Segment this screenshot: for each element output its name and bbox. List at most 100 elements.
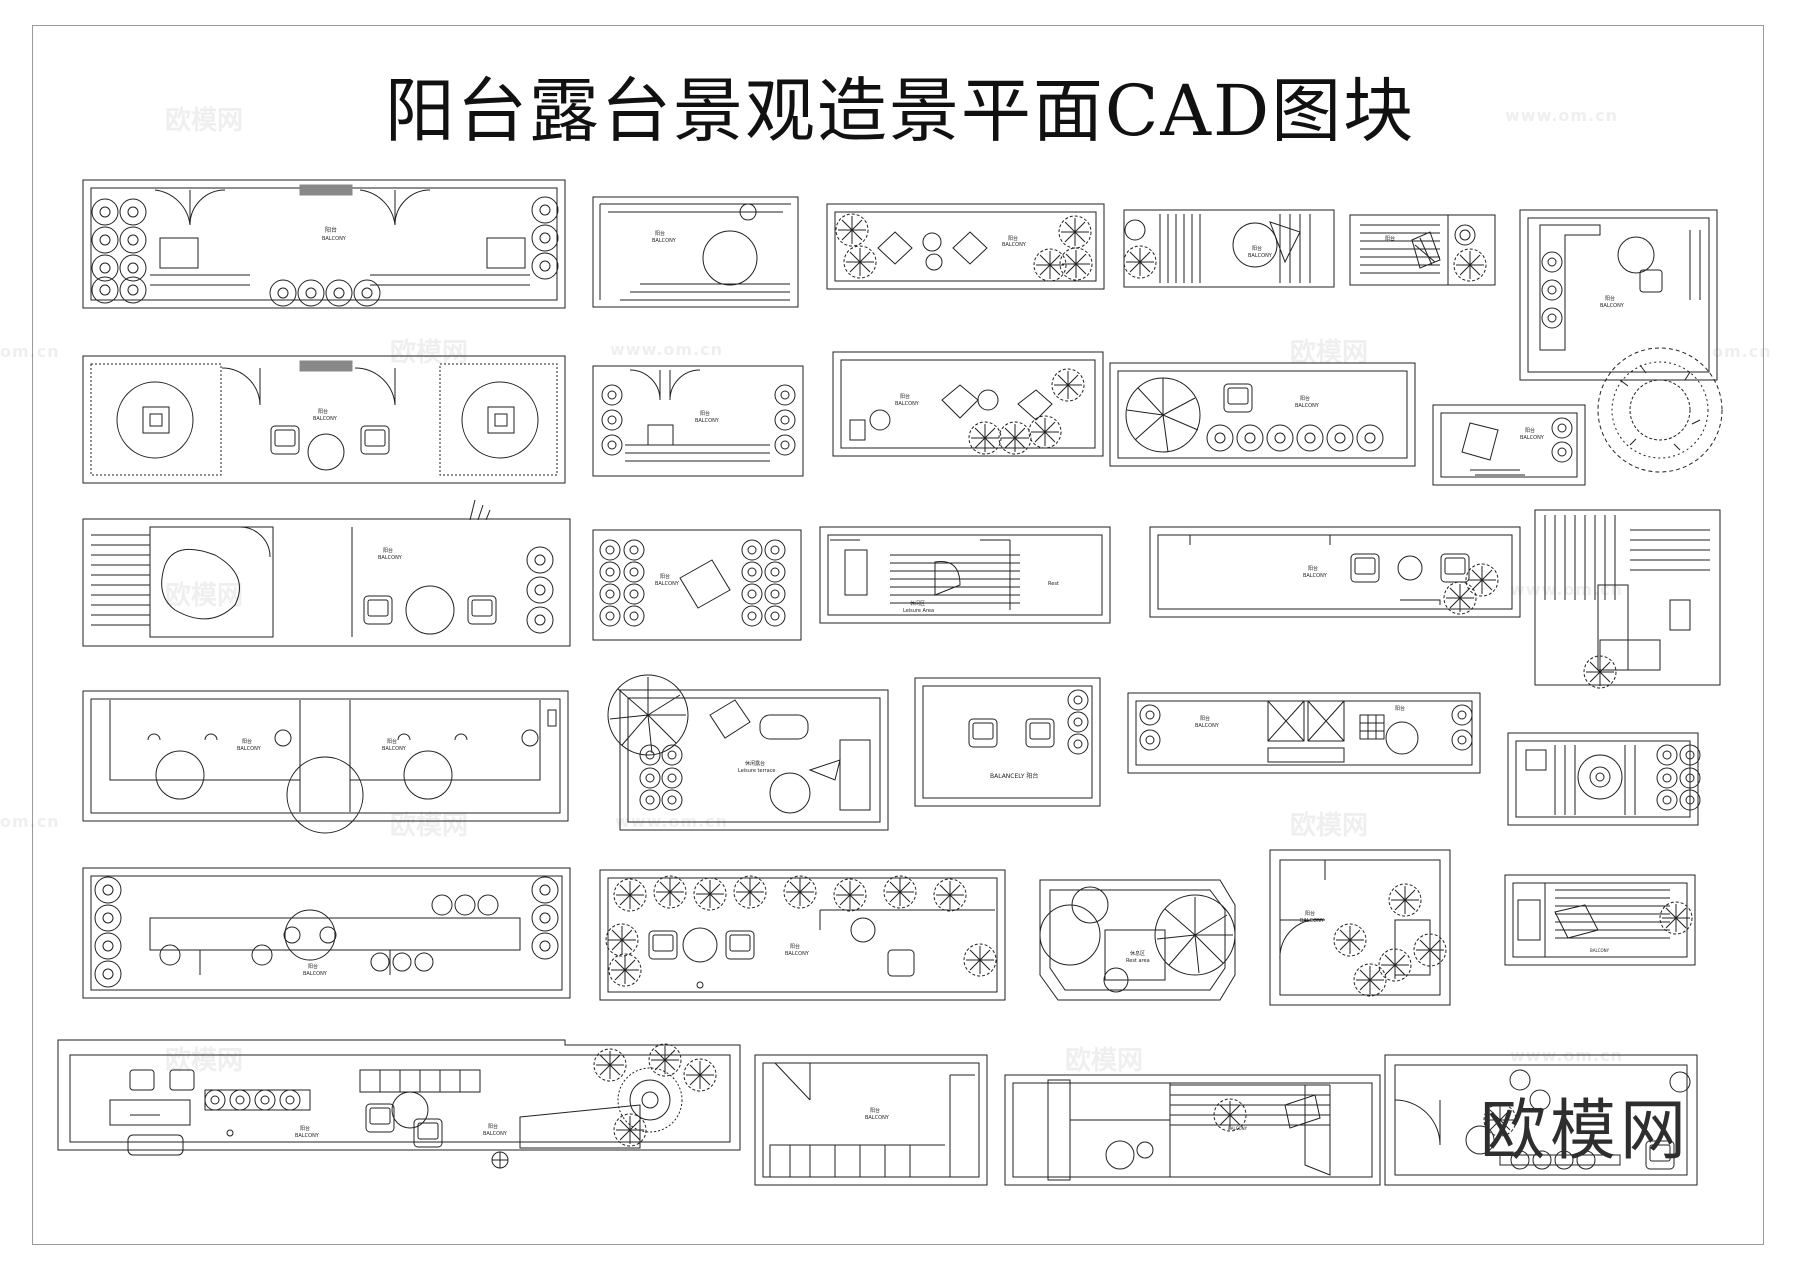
label: BALCONY <box>313 416 338 422</box>
label: BALCONY <box>1303 573 1328 579</box>
watermark: 欧模网 <box>390 338 469 368</box>
watermark: 欧模网 <box>165 1046 244 1076</box>
label: 阳台 <box>308 963 318 970</box>
label: 阳台 <box>318 408 328 415</box>
label: 阳台 <box>870 1107 880 1114</box>
plan-balcony-2: 阳台 BALCONY <box>593 197 798 307</box>
plan-balcony-17: 阳台 BALCONY 阳台 BALCONY <box>83 691 568 833</box>
label: 阳台 <box>325 226 337 234</box>
label: BALCONY <box>382 746 407 752</box>
watermark: 欧模网 <box>165 106 244 136</box>
label: BALCONY <box>1195 723 1220 729</box>
plan-balcony-26: BALCONY <box>1005 1075 1380 1185</box>
plan-balcony-5: 阳台 <box>1350 215 1495 285</box>
label: Rest area <box>1126 958 1150 964</box>
label: Leisure terrace <box>738 768 776 774</box>
plan-balcony-23: BALCONY <box>1505 875 1695 965</box>
label: 阳台 <box>1305 910 1315 917</box>
label: 阳台 <box>488 1123 498 1130</box>
watermark-url: om.cn <box>0 342 60 361</box>
brand-logo-text: 欧模网 <box>1480 1092 1690 1169</box>
label: BALCONY <box>295 1133 320 1139</box>
label: 阳台 <box>1525 427 1535 434</box>
label: 阳台 <box>387 738 397 745</box>
watermark-url: om.cn <box>1712 342 1772 361</box>
plan-balcony-16 <box>1535 510 1720 689</box>
watermark-url: om.cn <box>0 812 60 831</box>
plan-balcony-13: 阳台 BALCONY <box>593 530 801 640</box>
plan-balcony-8: 阳台 BALCONY <box>593 366 803 476</box>
plan-balcony-19 <box>1508 733 1701 825</box>
plan-balcony-12: 阳台 BALCONY <box>83 500 570 646</box>
label: 阳台 <box>383 547 393 554</box>
label: 阳台 <box>1395 705 1405 712</box>
plan-balcony-3: 阳台 BALCONY <box>827 204 1104 289</box>
drawing-sheet-frame <box>32 25 1764 1245</box>
label: BALCONY <box>1590 948 1610 953</box>
label: BALCONY <box>655 581 680 587</box>
label: BALCONY <box>303 971 328 977</box>
label: 阳台 <box>300 1125 310 1132</box>
label: 阳台 <box>700 410 710 417</box>
plan-balcony-25: 阳台 BALCONY <box>755 1055 987 1185</box>
plan-balcony-21: 阳台 BALCONY <box>600 870 1005 1000</box>
label: 阳台 <box>1300 395 1310 402</box>
label: BALCONY <box>1002 242 1027 248</box>
label: 休息区 <box>1130 950 1145 957</box>
label: 阳台 <box>242 738 252 745</box>
plan-balcony-15: 阳台 BALCONY <box>1150 527 1520 617</box>
label: BALCONY <box>895 401 920 407</box>
label: 阳台 <box>900 393 910 400</box>
label: 阳台 <box>655 230 665 237</box>
label: BALCONY <box>1295 403 1320 409</box>
plan-balcony-4: 阳台 BALCONY <box>1123 210 1334 287</box>
label: 阳台 <box>1308 565 1318 572</box>
label: BALCONY <box>652 238 677 244</box>
label: Rest <box>1048 581 1059 587</box>
label: BALCONY <box>237 746 262 752</box>
plan-balcony-18: 阳台 BALCONY 阳台 <box>1128 693 1480 773</box>
label: 休闲区 <box>910 600 925 607</box>
plan-balcony-7: 阳台 BALCONY <box>83 356 565 483</box>
watermark-url: www.om.cn <box>1505 106 1619 125</box>
label: 阳台 <box>660 573 670 580</box>
plan-balcony-20: 阳台 BALCONY <box>83 868 570 998</box>
plan-balcony-6: 阳台 BALCONY <box>1520 210 1717 380</box>
label: BALCONY <box>1248 253 1273 259</box>
watermark: 欧模网 <box>1065 1046 1144 1076</box>
plan-balcony-24: 阳台 BALCONY 阳台 BALCONY <box>58 1040 740 1168</box>
plan-balcony-27 <box>1385 1055 1697 1185</box>
plan-rest-area: 休息区 Rest area <box>1040 880 1236 1000</box>
watermark-url: www.om.cn <box>610 340 724 359</box>
watermark: 欧模网 <box>1290 811 1369 841</box>
watermark: 欧模网 <box>390 811 469 841</box>
label: BALCONY <box>483 1131 508 1137</box>
watermark: 欧模网 <box>165 581 244 611</box>
plan-balcony-9: 阳台 BALCONY <box>833 352 1103 456</box>
plan-balcony-11: 阳台 BALCONY <box>1433 405 1585 485</box>
label: 阳台 <box>1200 715 1210 722</box>
label: BALCONY <box>1600 303 1625 309</box>
large-tree-cluster <box>1598 348 1722 472</box>
label: BALCONY <box>378 555 403 561</box>
label: BALCONY <box>865 1115 890 1121</box>
label: 阳台 <box>1385 235 1395 242</box>
plan-balcony-14: 休闲区 Leisure Area Rest <box>820 527 1110 623</box>
label: BALCONY <box>322 236 347 242</box>
label: BALCONY <box>1228 1126 1248 1131</box>
plan-balcony-1: 阳台 BALCONY <box>83 180 565 308</box>
sheet-title: 阳台露台景观造景平面CAD图块 <box>384 70 1416 152</box>
plan-balcony-22: 阳台 BALCONY <box>1270 850 1450 1005</box>
label: 休闲露台 <box>745 760 765 767</box>
label: BALCONY <box>695 418 720 424</box>
plan-leisure-terrace: 休闲露台 Leisure terrace <box>607 674 888 830</box>
label: 阳台 <box>1252 245 1262 252</box>
label: BALCONY <box>785 951 810 957</box>
label: BALANCELY 阳台 <box>990 772 1038 780</box>
label: Leisure Area <box>903 608 934 614</box>
label: 阳台 <box>790 943 800 950</box>
plan-balcony-10: 阳台 BALCONY <box>1110 363 1415 466</box>
watermark-url: www.om.cn <box>1510 580 1624 599</box>
label: 阳台 <box>1605 295 1615 302</box>
